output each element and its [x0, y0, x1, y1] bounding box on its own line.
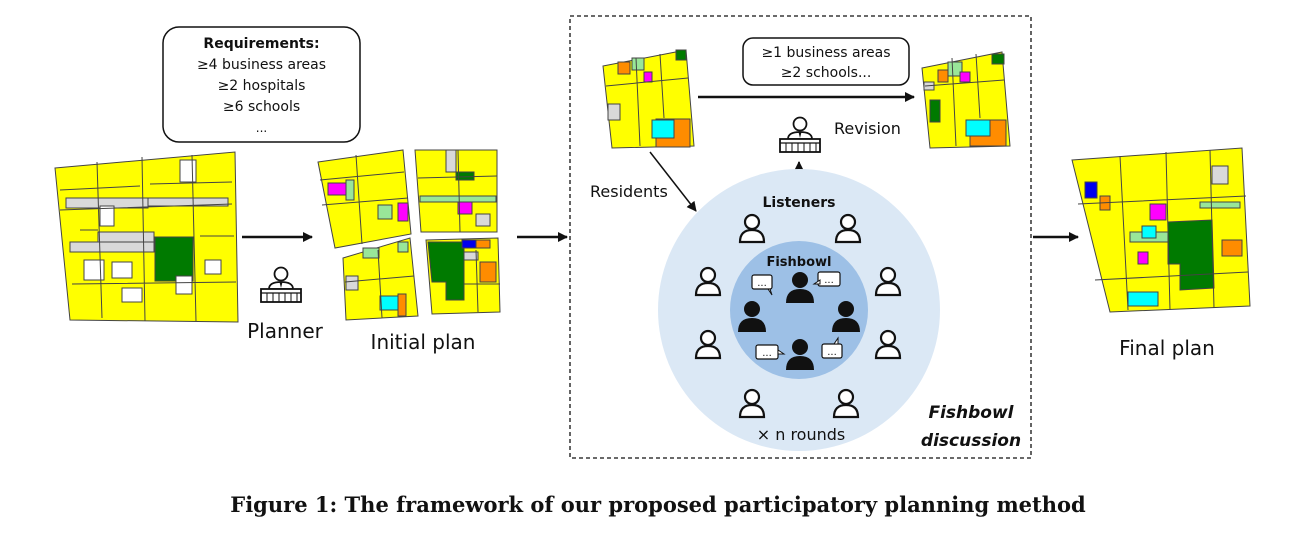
- revision-label: Revision: [834, 119, 901, 138]
- base-map: [54, 151, 239, 323]
- svg-text:...: ...: [762, 348, 772, 359]
- requirement-line: ...: [256, 121, 267, 135]
- planner-icon: [260, 266, 302, 303]
- fishbowl-discussion-label: discussion: [921, 431, 1021, 451]
- rounds-label: × n rounds: [757, 425, 846, 444]
- speech-bubble-icon: ...: [821, 336, 843, 359]
- svg-text:...: ...: [827, 347, 837, 358]
- final-plan-label: Final plan: [1119, 336, 1215, 360]
- revision-line: ≥2 schools...: [781, 65, 872, 81]
- requirements-title: Requirements:: [203, 36, 319, 52]
- requirement-line: ≥4 business areas: [197, 57, 326, 73]
- initial-plan-map: [317, 149, 501, 321]
- initial-plan-label: Initial plan: [371, 330, 476, 354]
- revision-speaker-icon: [779, 116, 821, 153]
- planner-label: Planner: [247, 319, 324, 343]
- speech-bubble-icon: ...: [751, 274, 773, 296]
- revised-map: [921, 51, 1011, 149]
- fishbowl-label: Fishbowl: [766, 255, 831, 270]
- requirements-box: Requirements: ≥4 business areas ≥2 hospi…: [162, 26, 361, 143]
- svg-text:...: ...: [824, 275, 834, 286]
- fishbowl-discussion-label: Fishbowl: [928, 403, 1014, 423]
- figure-caption: Figure 1: The framework of our proposed …: [230, 492, 1086, 517]
- speech-bubble-icon: ...: [755, 344, 786, 360]
- residents-label: Residents: [590, 182, 668, 201]
- revision-line: ≥1 business areas: [761, 45, 890, 61]
- requirement-line: ≥6 schools: [223, 99, 300, 115]
- listeners-label: Listeners: [763, 195, 836, 211]
- discussion-frame: [569, 15, 1032, 459]
- speech-bubble-icon: ...: [812, 271, 841, 287]
- revision-requirements-box: ≥1 business areas ≥2 schools...: [742, 37, 910, 86]
- proposal-map: [602, 49, 695, 149]
- speech-bubbles: ... ... ... ...: [751, 271, 843, 360]
- requirement-line: ≥2 hospitals: [218, 78, 306, 94]
- final-plan-map: [1071, 147, 1251, 313]
- svg-text:...: ...: [757, 278, 767, 289]
- arrow: [649, 151, 697, 212]
